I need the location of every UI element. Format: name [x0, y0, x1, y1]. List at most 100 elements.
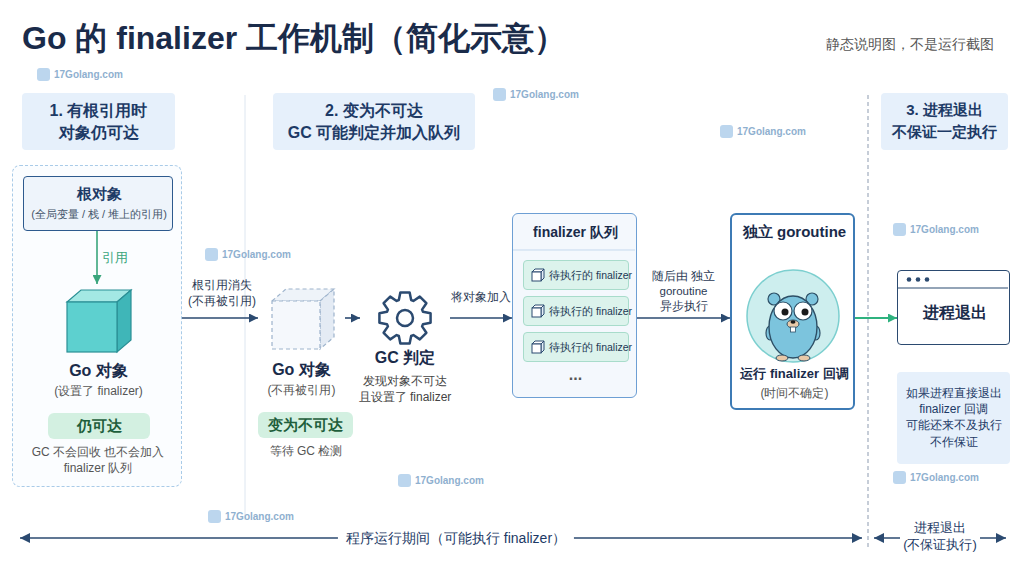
node-title: 变为不可达 [258, 415, 353, 435]
gopher-body [769, 296, 817, 358]
gopher-eye [794, 302, 812, 320]
caption-text: 等待 GC 检测 [270, 444, 343, 460]
window-dot [916, 277, 921, 282]
node-text: 发现对象不可达 且设置了 finalizer [345, 373, 465, 405]
flow-arrow [182, 317, 258, 319]
node-shape [41, 284, 156, 401]
goroutine-box: 独立 goroutine 运行 finalizer 回调 (时间不确定) [730, 213, 855, 410]
timeline-label: 进程退出 (不保证执行) [900, 520, 980, 554]
gopher-nose [791, 320, 796, 324]
queue-item: 待执行的 finalizer [523, 296, 629, 326]
group-frame: GC 不会回收 也不会加入 finalizer 队列 根对象 (全局变量 / 栈 /… [12, 165, 182, 487]
go-object: Go 对象(设置了 finalizer) [41, 284, 156, 401]
watermark: 17Golang.com [54, 68, 123, 81]
note-box: 如果进程直接退出 finalizer 回调 可能还来不及执行 不作保证 [897, 372, 1010, 464]
process-window: 进程退出 [897, 270, 1010, 345]
watermark-icon [208, 510, 221, 523]
node-title: 3. 进程退出 [881, 100, 1008, 120]
finalizer-queue: finalizer 队列... 待执行的 finalizer 待执行的 finali… [512, 213, 637, 398]
gear-hub [397, 310, 413, 326]
watermark-icon [493, 88, 506, 101]
node-title: 根对象 [24, 184, 174, 204]
cube-side [320, 289, 334, 349]
flow-arrow [345, 317, 360, 319]
edge-label: 将对象加入 [439, 290, 523, 306]
window-dot [925, 277, 930, 282]
node-title: 1. 有根引用时 [22, 100, 175, 122]
timeline-label: 程序运行期间（可能执行 finalizer） [338, 529, 574, 547]
node-text: (设置了 finalizer) [41, 383, 156, 399]
exit-separator [868, 95, 869, 548]
watermark: 17Golang.com [910, 223, 979, 236]
gopher-pupil [782, 309, 789, 316]
window-titlebar [898, 287, 1008, 288]
gopher-disc [747, 270, 839, 362]
flow-arrow [96, 231, 98, 284]
watermark-icon [893, 471, 906, 484]
node-title: 进程退出 [898, 302, 1011, 324]
gc-check: GC 判定发现对象不可达 且设置了 finalizer [360, 285, 450, 405]
node-title: 待执行的 finalizer [549, 340, 629, 354]
watermark: 17Golang.com [225, 510, 294, 523]
flow-arrow [637, 317, 730, 319]
node-text: GC 可能判定并加入队列 [273, 122, 475, 144]
status-pill: 变为不可达 [258, 412, 353, 438]
node-title: Go 对象 [258, 359, 345, 381]
queue-item: 待执行的 finalizer [523, 332, 629, 362]
item-icon [532, 308, 541, 317]
gopher-eye [774, 302, 792, 320]
edge-label: 随后由 独立 goroutine 异步执行 [644, 269, 724, 314]
node-text: 不保证一定执行 [881, 122, 1008, 142]
cube-side [117, 290, 131, 352]
watermark: 17Golang.com [737, 125, 806, 138]
node-text: (全局变量 / 栈 / 堆上的引用) [24, 207, 174, 222]
note-text: 静态说明图，不是运行截图 [826, 35, 994, 53]
status-pill: 仍可达 [48, 413, 150, 439]
node-title: 待执行的 finalizer [549, 304, 629, 318]
watermark-icon [720, 125, 733, 138]
node-text: 对象仍可达 [22, 122, 175, 144]
unreachable-object: Go 对象(不再被引用) [258, 283, 345, 400]
section-header: 1. 有根引用时对象仍可达 [22, 93, 175, 150]
item-icon [532, 344, 541, 353]
gear-outline [379, 292, 430, 343]
node-shape [258, 283, 345, 400]
node-text: 运行 finalizer 回调 [732, 365, 857, 383]
node-text: (不再被引用) [258, 382, 345, 398]
item-icon [532, 272, 541, 281]
watermark: 17Golang.com [415, 474, 484, 487]
node-title: finalizer 队列 [513, 223, 638, 242]
watermark: 17Golang.com [222, 248, 291, 261]
flow-arrow [450, 317, 512, 319]
window-dot [907, 277, 912, 282]
edge-label: 引用 [95, 249, 135, 266]
cube-front [67, 302, 117, 352]
watermark: 17Golang.com [510, 88, 579, 101]
gopher-pupil [802, 309, 809, 316]
node-text: (时间不确定) [732, 385, 857, 401]
gopher-foot [798, 355, 810, 361]
gopher-teeth [791, 327, 796, 332]
node-text: ... [513, 364, 638, 386]
watermark-icon [398, 474, 411, 487]
watermark-icon [893, 223, 906, 236]
watermark-icon [37, 68, 50, 81]
node-title: 2. 变为不可达 [273, 100, 475, 122]
section-header: 3. 进程退出不保证一定执行 [881, 93, 1008, 150]
watermark-icon [205, 248, 218, 261]
node-title: 仍可达 [48, 416, 150, 436]
section-header: 2. 变为不可达GC 可能判定并加入队列 [273, 93, 475, 150]
node-title: GC 不会回收 也不会加入 finalizer 队列 [18, 444, 178, 476]
edge-label: 根引用消失 (不再被引用) [180, 278, 264, 309]
diagram-title: Go 的 finalizer 工作机制（简化示意） [22, 17, 566, 61]
node-title: 独立 goroutine [732, 222, 857, 242]
gopher-foot [776, 355, 788, 361]
node-title: 待执行的 finalizer [549, 268, 629, 282]
queue-divider [513, 250, 635, 251]
node-title: 如果进程直接退出 finalizer 回调 可能还来不及执行 不作保证 [901, 385, 1006, 450]
cube-front [272, 301, 320, 349]
root-object-box: 根对象 (全局变量 / 栈 / 堆上的引用) [23, 176, 173, 231]
